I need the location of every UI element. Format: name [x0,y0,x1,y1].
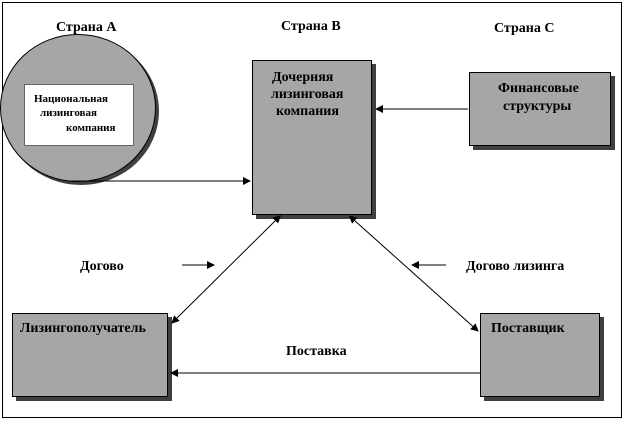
arrow-subsidiary-lessee [171,215,281,324]
arrow-subsidiary-supplier [348,215,479,332]
subsidiary-company-box [252,60,372,215]
subsidiary-line-1: Дочерняя [272,70,334,85]
contract-right-label: Догово лизинга [466,259,565,274]
supplier-box [480,313,600,397]
delivery-label: Поставка [286,344,347,359]
lessee-box [12,313,168,397]
contract-left-label: Догово [80,259,124,274]
subsidiary-line-2: лизинговая [271,87,344,102]
national-company-line-1: Национальная [34,93,108,105]
country-c-label: Страна С [494,21,555,36]
national-company-line-3: компания [66,122,116,134]
financial-line-2: структуры [503,99,572,114]
country-a-label: Страна А [56,20,117,35]
financial-structures-box [469,72,611,146]
financial-line-1: Финансовые [498,81,579,96]
supplier-label: Поставщик [491,321,565,336]
country-b-label: Страна В [281,19,341,34]
national-company-box [24,84,134,146]
lessee-label: Лизингополучатель [20,321,146,336]
national-company-line-2: лизинговая [40,107,97,119]
subsidiary-line-3: компания [276,104,339,119]
